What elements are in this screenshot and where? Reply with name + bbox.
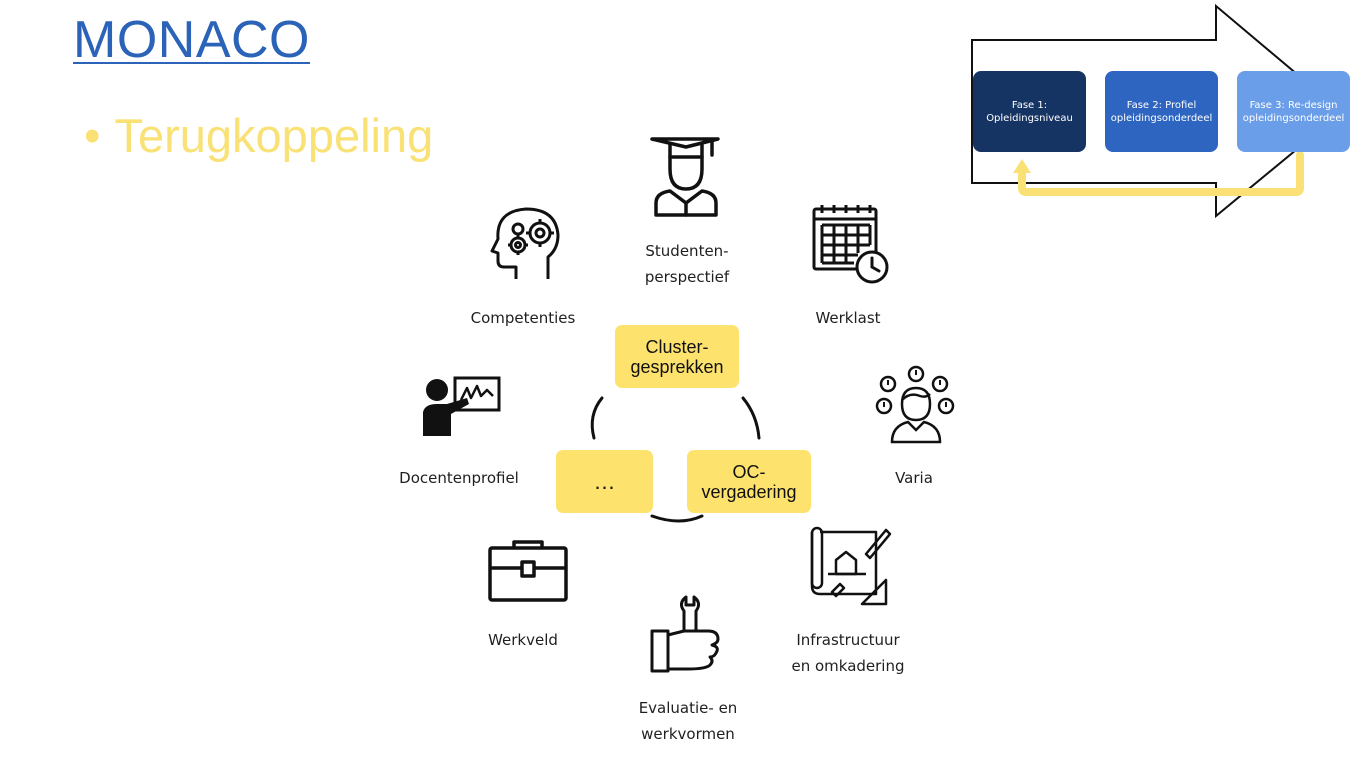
graduate-icon [650, 137, 720, 217]
label-infrastructuur: Infrastructuur en omkadering [791, 631, 905, 675]
label-docentenprofiel: Docentenprofiel [399, 469, 519, 487]
oc-vergadering-box: OC- vergadering [687, 450, 811, 513]
slide-title[interactable]: MONACO [73, 11, 310, 69]
clustergesprekken-box: Cluster- gesprekken [615, 325, 739, 388]
phase-1-box: Fase 1: Opleidingsniveau [973, 71, 1086, 152]
label-studentenperspectief: Studenten- perspectief [644, 242, 730, 286]
teacher-board-icon [423, 376, 501, 436]
blueprint-tools-icon [810, 526, 892, 606]
bullet-item: •Terugkoppeling [84, 112, 433, 159]
head-gears-icon [490, 207, 560, 279]
label-competenties: Competenties [470, 309, 576, 327]
bullet-text: Terugkoppeling [114, 109, 434, 162]
ellipsis-box: … [556, 450, 653, 513]
cycle-connectors [590, 396, 761, 523]
phase-3-box: Fase 3: Re-design opleidingsonderdeel [1237, 71, 1350, 152]
feedback-arrowhead [1013, 159, 1031, 173]
label-werkveld: Werkveld [488, 631, 558, 649]
label-werklast: Werklast [815, 309, 881, 327]
wrench-hand-icon [650, 595, 720, 673]
phase-2-box: Fase 2: Profiel opleidingsonderdeel [1105, 71, 1218, 152]
feedback-loop-arrow [1018, 151, 1304, 196]
briefcase-icon [488, 540, 568, 602]
label-varia: Varia [895, 469, 933, 487]
label-evaluatie: Evaluatie- en werkvormen [638, 699, 738, 743]
person-exclamations-icon [875, 365, 955, 444]
calendar-clock-icon [812, 205, 889, 284]
bullet-marker: • [84, 109, 101, 162]
